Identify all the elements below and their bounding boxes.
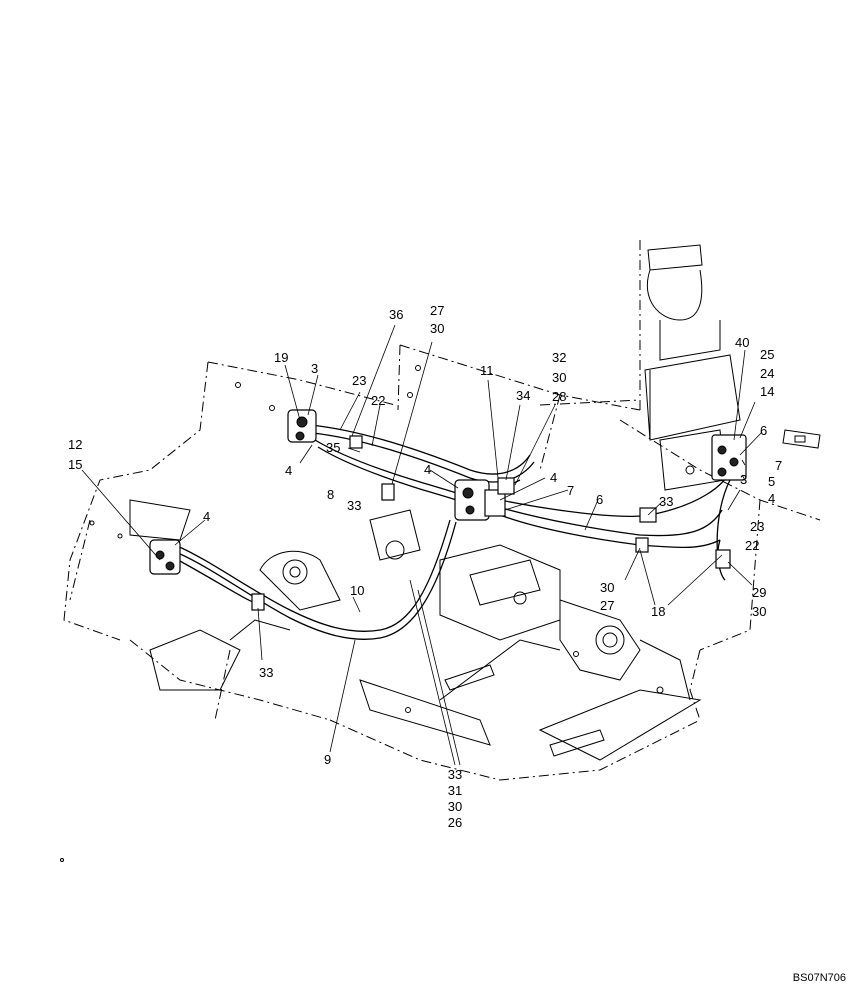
bracket-plate <box>782 429 821 449</box>
callout-19: 19 <box>274 350 289 365</box>
callout-40: 40 <box>735 335 750 350</box>
callout-22: 22 <box>371 393 386 408</box>
callout-26: 26 <box>447 815 463 830</box>
control-valve-tower <box>644 244 741 491</box>
callout-5: 5 <box>768 474 776 489</box>
callout-6: 6 <box>760 423 768 438</box>
detail-marks <box>60 365 664 862</box>
callout-11: 11 <box>480 363 494 378</box>
callout-12: 12 <box>68 437 83 452</box>
callout-33: 33 <box>259 665 274 680</box>
callout-3: 3 <box>740 472 748 487</box>
hose-fittings <box>149 409 747 611</box>
callout-30: 30 <box>752 604 767 619</box>
callout-stack-bottom: 33 31 30 26 <box>444 767 466 831</box>
callout-33: 33 <box>447 767 463 782</box>
pump-assembly <box>439 544 691 701</box>
floor-plate <box>129 499 702 761</box>
callout-30: 30 <box>552 370 567 385</box>
drawing-reference-code: BS07N706 <box>792 972 846 984</box>
callout-4: 4 <box>768 491 776 506</box>
callout-29: 29 <box>752 585 767 600</box>
callout-15: 15 <box>68 457 83 472</box>
callout-31: 31 <box>447 783 463 798</box>
callout-6: 6 <box>596 492 604 507</box>
callout-7: 7 <box>567 483 575 498</box>
callout-3: 3 <box>311 361 319 376</box>
callout-27: 27 <box>600 598 615 613</box>
callout-35: 35 <box>326 440 341 455</box>
callout-4: 4 <box>550 470 558 485</box>
callout-9: 9 <box>324 752 332 767</box>
callout-24: 24 <box>760 366 775 381</box>
callout-23: 23 <box>352 373 367 388</box>
callout-4: 4 <box>203 509 211 524</box>
callout-10: 10 <box>350 583 365 598</box>
leader-lines <box>81 324 763 766</box>
callout-30: 30 <box>600 580 615 595</box>
callout-4: 4 <box>424 462 432 477</box>
callout-36: 36 <box>389 307 404 322</box>
callout-33: 33 <box>659 494 674 509</box>
callout-32: 32 <box>552 350 567 365</box>
callout-7: 7 <box>775 458 783 473</box>
callout-14: 14 <box>760 384 775 399</box>
callout-30: 30 <box>447 799 463 814</box>
callout-23: 23 <box>750 519 765 534</box>
callout-30: 30 <box>430 321 445 336</box>
callout-25: 25 <box>760 347 775 362</box>
callout-18: 18 <box>651 604 666 619</box>
callout-8: 8 <box>327 487 335 502</box>
callout-33: 33 <box>347 498 362 513</box>
callout-4: 4 <box>285 463 293 478</box>
callout-28: 28 <box>552 389 567 404</box>
callout-34: 34 <box>516 388 531 403</box>
callout-22: 22 <box>745 538 760 553</box>
callout-27: 27 <box>430 303 445 318</box>
pivot-bracket <box>259 509 421 611</box>
